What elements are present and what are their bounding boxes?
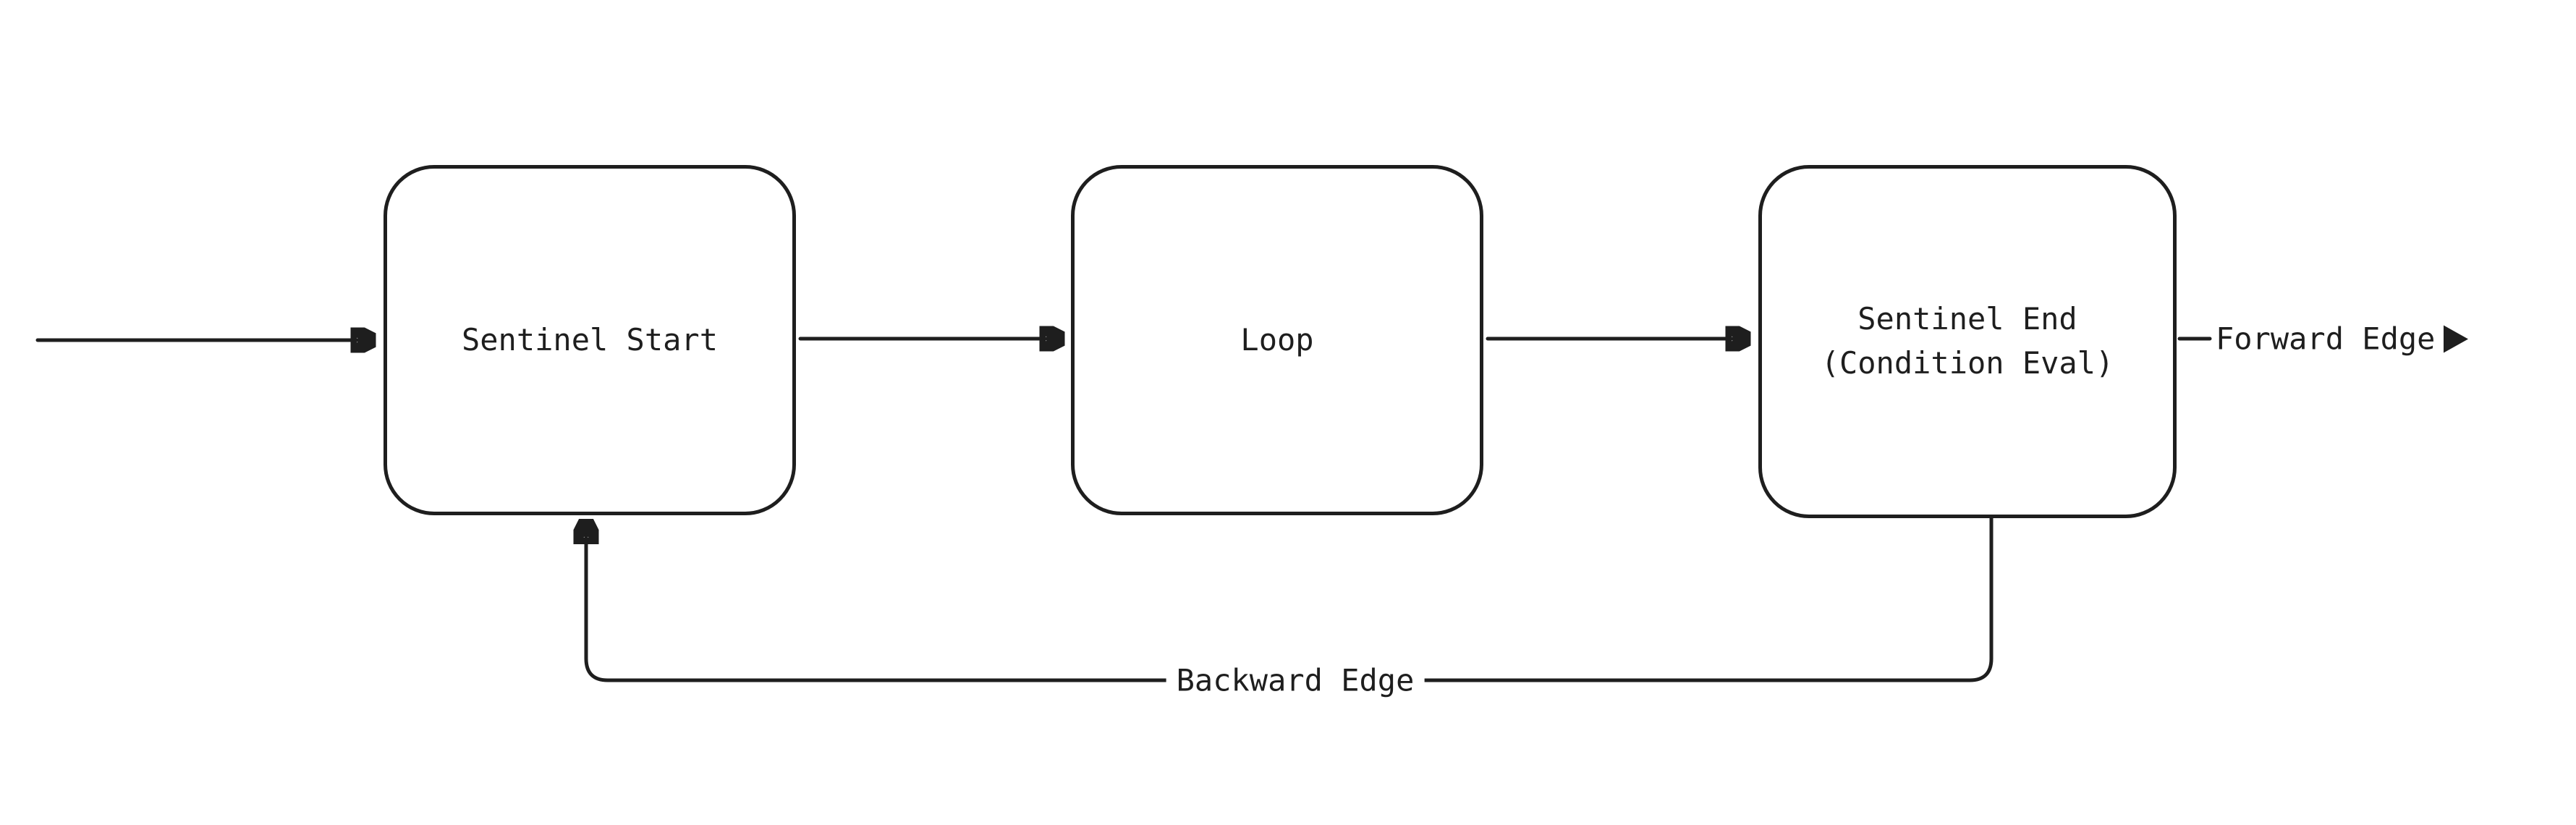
node-loop-label: Loop bbox=[1240, 321, 1314, 358]
forward-arrowhead-icon bbox=[2444, 325, 2469, 352]
backward-edge-label: Backward Edge bbox=[1166, 662, 1425, 698]
node-sentinel-end: Sentinel End (Condition Eval) bbox=[1758, 165, 2177, 518]
node-sentinel-end-label: Sentinel End (Condition Eval) bbox=[1821, 301, 2114, 381]
node-sentinel-start-label: Sentinel Start bbox=[461, 321, 718, 358]
node-loop: Loop bbox=[1071, 165, 1483, 515]
forward-edge: Forward Edge bbox=[2216, 321, 2469, 357]
node-sentinel-start: Sentinel Start bbox=[384, 165, 796, 515]
backward-edge-line bbox=[586, 516, 1994, 682]
forward-edge-label: Forward Edge bbox=[2216, 321, 2436, 357]
